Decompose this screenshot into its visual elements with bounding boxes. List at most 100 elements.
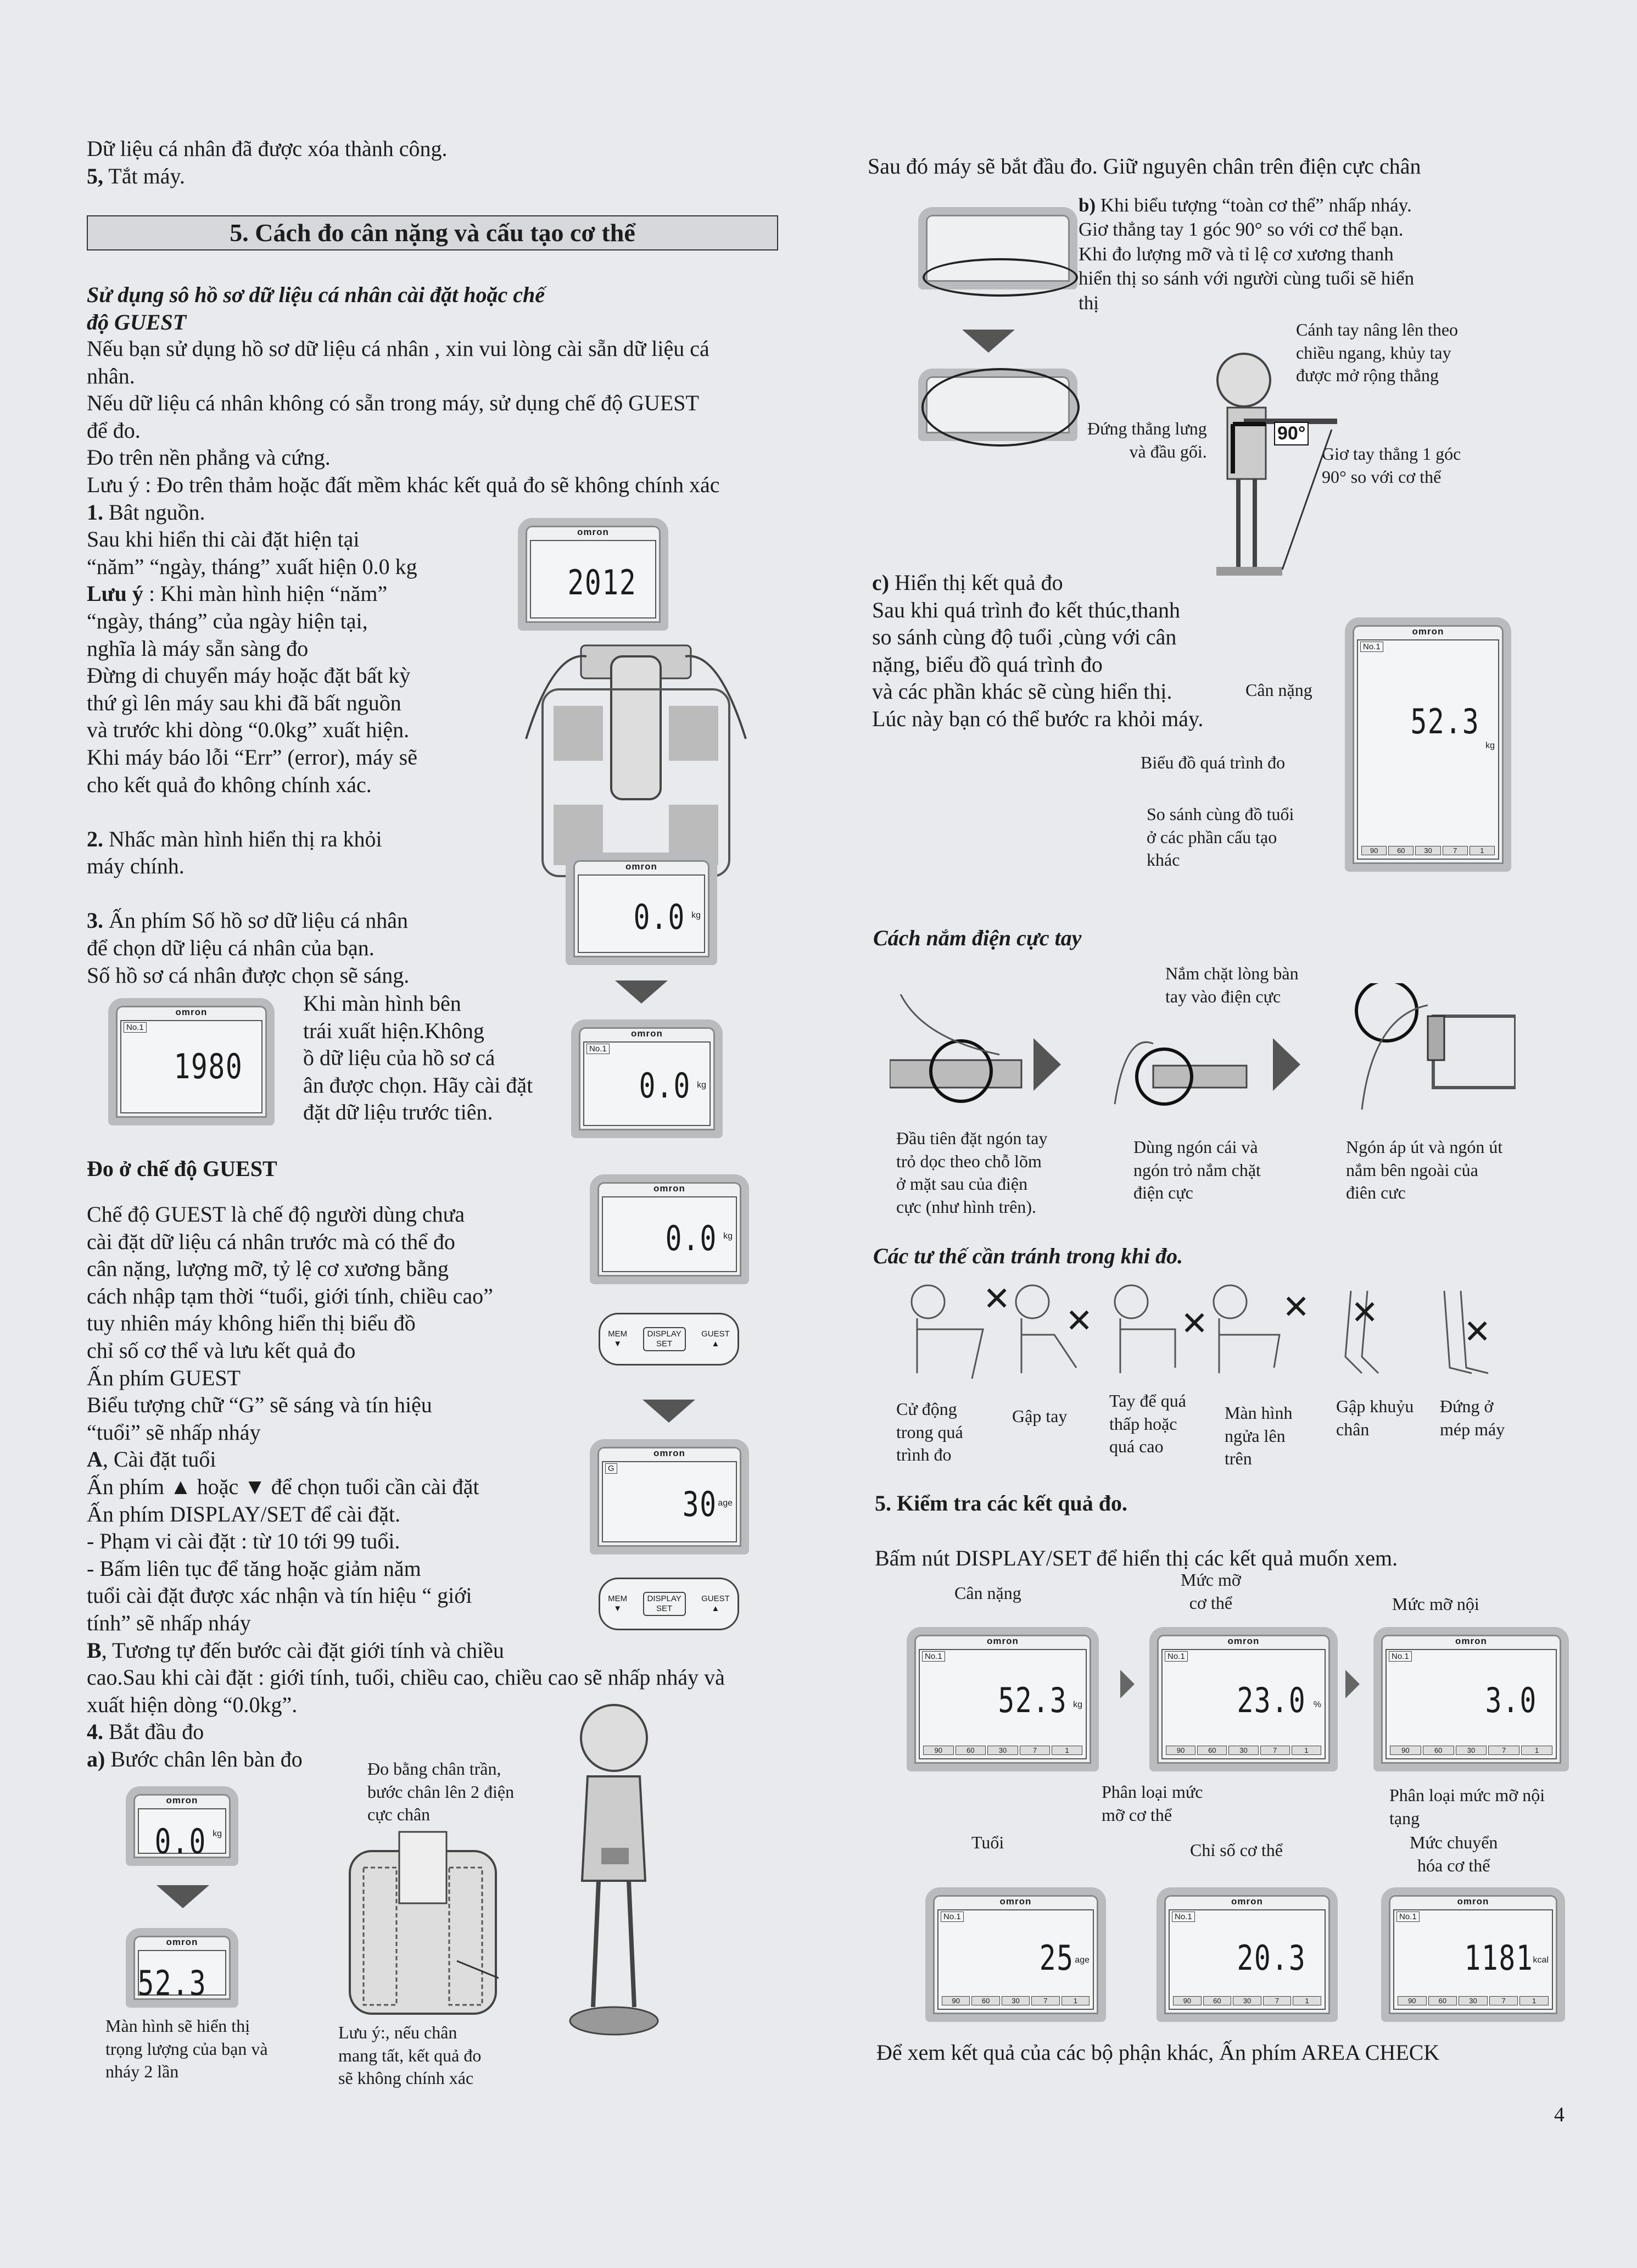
line-text: Bước chân lên bàn đo [105,1746,303,1771]
text-line: Nếu bạn sử dụng hồ sơ dữ liệu cá nhân , … [87,336,709,361]
lcd-value: 0.0 [639,1066,691,1106]
text-line: cực chân [367,1804,431,1825]
text-line: ngửa lên [1225,1425,1286,1446]
label-bmi: Chỉ số cơ thể [1190,1839,1283,1862]
lcd-unit: kg [723,1231,733,1241]
lcd-bar-cell: 90 [1390,1746,1421,1755]
text-line: điện cực [1133,1183,1193,1203]
text-line: Gập tay [1012,1406,1068,1426]
line-text: , Cài đặt tuổi [102,1447,216,1472]
text-line: nháy 2 lần [105,2061,179,2082]
text-line: thứ gì lên máy sau khi đã bất nguồn [87,690,401,715]
text-line: và trước khi dòng “0.0kg” xuất hiện. [87,717,410,743]
text-line: Đứng ở [1440,1396,1494,1416]
text-line: Lúc này bạn có thể bước ra khỏi máy. [872,706,1204,731]
mem-button[interactable]: MEM▼ [608,1594,627,1614]
lcd-bar-cell: 30 [1233,1996,1261,2005]
text-line: Dữ liệu cá nhân đã được xóa thành công. [87,136,448,161]
mem-label: MEM [608,1594,628,1603]
lcd-bar-cell: 7 [1488,1746,1520,1755]
area-check-note: Để xem kết quả của các bộ phận khác, Ấn … [876,2040,1440,2065]
text-line: Phân loại mức [1102,1782,1203,1802]
text-line: Sau khi hiển thi cài đặt hiện tại [87,527,360,552]
arrow-right-icon [1345,1670,1360,1698]
omron-logo: omron [987,1636,1019,1646]
arrow-down-icon [962,330,1015,353]
profile-tag: No.1 [124,1022,147,1033]
text-line: Cử động [896,1399,957,1419]
text-line: ngón trỏ nắm chặt [1133,1160,1261,1180]
lcd-bar-cell: 1 [1061,1996,1090,2005]
text-line: thấp hoặc [1109,1413,1177,1434]
line-text: Bắt đầu đo [103,1719,204,1745]
lcd-bar-cell: 90 [1398,1996,1427,2005]
bold-prefix: a) [87,1746,105,1771]
lcd-bar-cell: 90 [1173,1996,1202,2005]
profile-tag: No.1 [1389,1651,1412,1662]
grip-step3-illustration [1340,979,1517,1110]
bold-prefix: A [87,1447,103,1472]
lcd-bar-cell: 1 [1052,1746,1082,1755]
text-line: Phân loại mức mỡ nội [1389,1785,1545,1805]
display-label: DISPLAY [647,1594,681,1603]
text-line: chỉ số cơ thể và lưu kết quả đo [87,1338,356,1363]
lcd-value: 0.0 [154,1821,206,1862]
text-line: Giơ tay thẳng 1 góc [1322,444,1461,464]
text-line: a) Bước chân lên bàn đo [87,1746,725,1773]
section-title: 5. Cách đo cân nặng và cấu tạo cơ thể [87,215,778,250]
guest-button[interactable]: GUEST▲ [701,1329,730,1349]
lcd-bar-cell: 30 [1455,1746,1487,1755]
display-label: DISPLAY [647,1329,681,1339]
lcd-bar-cell: 90 [1166,1746,1196,1755]
lcd-bar-cell: 7 [1031,1996,1060,2005]
lcd-bar-cell: 60 [955,1746,986,1755]
text-line: Mức mỡ [1181,1570,1241,1590]
lcd-bar-cell: 1 [1469,846,1495,855]
text-line: trình đo [896,1445,952,1465]
text-line: Cánh tay nâng lên theo [1296,320,1459,339]
omron-logo: omron [653,1183,685,1194]
cross-mark-icon: ✕ [1282,1288,1310,1327]
text-line: Mức chuyển [1410,1832,1498,1852]
lcd-bar-cell: 60 [1422,1746,1454,1755]
mem-button[interactable]: MEM▼ [608,1329,627,1349]
guest-button[interactable]: GUEST▲ [701,1594,730,1614]
line-text: Tắt máy. [103,163,185,188]
text-line: 2. Nhấc màn hình hiển thị ra khỏi [87,826,719,853]
lcd-unit: kcal [1533,1955,1549,1965]
lcd-value: 52.3 [998,1680,1067,1721]
lcd-value: 20.3 [1237,1938,1306,1979]
text-line: tay vào điện cực [1165,986,1281,1006]
text-line: - Bấm liên tục để tăng hoặc giảm năm [87,1556,421,1581]
text-line: Sau khi quá trình đo kết thúc,thanh [872,597,1181,622]
lcd-bar-cell: 7 [1260,1746,1290,1755]
grip-heading: Cách nắm điện cực tay [873,926,1082,950]
text-line: cao.Sau khi cài đặt : giới tính, tuổi, c… [87,1665,725,1690]
profile-tag: No.1 [941,1912,964,1922]
label-age: Tuổi [971,1831,1004,1854]
lcd-value: 1181 [1464,1938,1533,1979]
highlight-circle [923,258,1078,297]
profile-tag: No.1 [1360,642,1383,652]
text-line: Ấn phím GUEST [87,1365,241,1390]
text-line: hiển thị so sánh với người cùng tuổi sẽ … [1079,268,1415,289]
text-line: đặt dữ liệu trước tiên. [303,1100,493,1125]
